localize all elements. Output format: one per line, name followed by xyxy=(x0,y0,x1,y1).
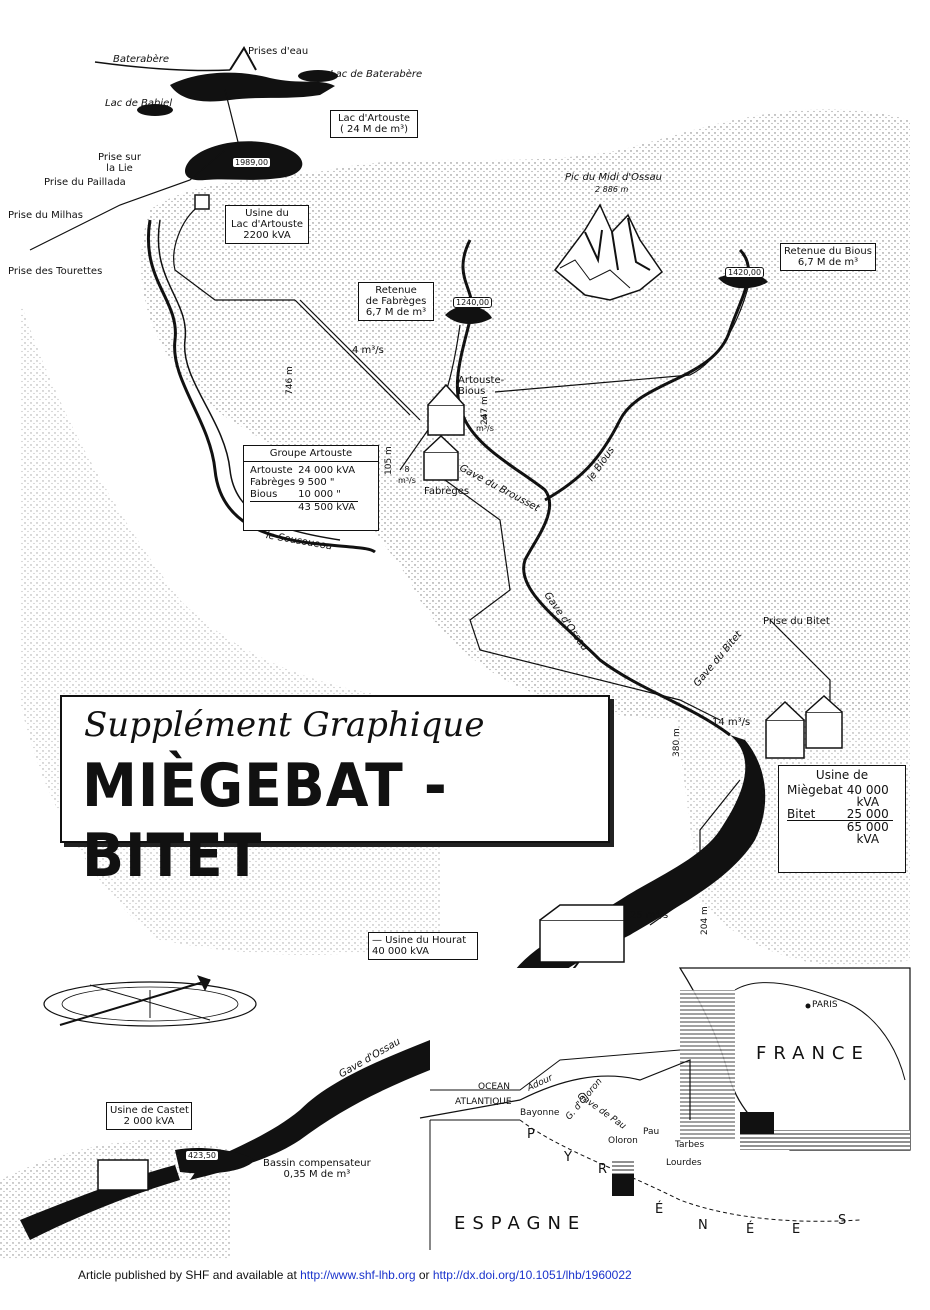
pic-midi-mountain xyxy=(553,203,664,301)
box-usine-hourat: — Usine du Hourat 40 000 kVA xyxy=(368,932,478,960)
table-row: Artouste 24 000 kVA xyxy=(250,465,358,477)
height-247: 247 m xyxy=(480,396,490,425)
buildings xyxy=(97,194,843,1191)
row-name: Bious xyxy=(250,489,278,500)
inset-map xyxy=(419,967,911,1250)
row-name: Bitet xyxy=(787,807,816,821)
box-retenue-bious: Retenue du Bious 6,7 M de m³ xyxy=(780,243,876,271)
height-204: 204 m xyxy=(700,906,710,935)
inset-oloron: Oloron xyxy=(608,1136,638,1146)
flow-14: 14 m³/s xyxy=(712,717,751,728)
row-value: 25 000 xyxy=(846,807,889,821)
inset-pyrenees-7: E xyxy=(792,1222,801,1237)
height-380: 380 m xyxy=(672,728,682,757)
footer-citation: Article published by SHF and available a… xyxy=(78,1268,632,1282)
title-panel: Supplément Graphique MIÈGEBAT - BITET xyxy=(60,695,610,891)
flow-4: 4 m³/s xyxy=(352,345,384,356)
groupe-artouste-box: Groupe Artouste Artouste 24 000 kVA Fabr… xyxy=(243,445,379,531)
inset-pyrenees-6: É xyxy=(746,1222,755,1237)
row-value: 10 000 " xyxy=(298,489,341,500)
inset-lourdes: Lourdes xyxy=(666,1158,702,1168)
usine-miegebat-title: Usine de xyxy=(815,768,869,782)
box-lac-artouste: Lac d'Artouste ( 24 M de m³) xyxy=(330,110,418,138)
row-name: Miègebat xyxy=(787,783,843,797)
label-bassin: Bassin compensateur 0,35 M de m³ xyxy=(263,1158,371,1180)
label-prises-eau: Prises d'eau xyxy=(248,46,309,57)
compass-rose xyxy=(43,975,257,1027)
table-row: Bitet 25 000 xyxy=(787,808,893,821)
groupe-artouste-table: Artouste 24 000 kVA Fabrèges 9 500 " Bio… xyxy=(250,465,359,514)
label-prise-lie: Prise sur la Lie xyxy=(98,152,141,174)
title-script: Supplément Graphique xyxy=(84,705,485,745)
river-sousoueou xyxy=(147,219,376,554)
row-name: Artouste xyxy=(250,465,293,476)
river-bious xyxy=(544,248,751,502)
table-row-total: 43 500 kVA xyxy=(250,501,359,514)
usine-miegebat-box: Usine de Miègebat 40 000 kVA Bitet 25 00… xyxy=(778,765,906,873)
inset-atlantique: ATLANTIQUE xyxy=(455,1097,512,1107)
inset-bayonne: Bayonne xyxy=(520,1108,560,1118)
label-fabreges: Fabrèges xyxy=(424,486,470,497)
inset-pyrenees-4: É xyxy=(655,1202,664,1217)
table-row: Bious 10 000 " xyxy=(250,489,358,502)
flow-8b: 8 m³/s xyxy=(398,465,416,485)
groupe-artouste-title: Groupe Artouste xyxy=(244,446,378,462)
label-pic-altitude: 2 886 m xyxy=(595,185,629,194)
inset-tarbes: Tarbes xyxy=(675,1140,705,1150)
row-value: 24 000 kVA xyxy=(298,465,356,476)
footer-link-shf[interactable]: http://www.shf-lhb.org xyxy=(300,1268,416,1282)
label-pic-midi: Pic du Midi d'Ossau xyxy=(565,172,662,183)
elevation-bious: 1420,00 xyxy=(725,267,765,278)
label-prise-tourettes: Prise des Tourettes xyxy=(8,266,103,277)
label-lac-baterabere: Lac de Baterabère xyxy=(330,69,423,80)
label-prise-milhas: Prise du Milhas xyxy=(8,210,84,221)
inset-espagne: ESPAGNE xyxy=(454,1213,587,1234)
height-105: 105 m xyxy=(384,446,394,475)
label-prise-paillada: Prise du Paillada xyxy=(44,177,126,188)
row-value: 9 500 " xyxy=(298,477,335,488)
label-prise-bitet: Prise du Bitet xyxy=(763,616,830,627)
inset-pyrenees-8: S xyxy=(838,1213,847,1228)
inset-paris: PARIS xyxy=(812,1000,838,1010)
box-usine-castet: Usine de Castet 2 000 kVA xyxy=(106,1102,192,1130)
table-row: Fabrèges 9 500 " xyxy=(250,477,358,489)
label-artouste-bious: Artouste- Bious xyxy=(458,375,505,397)
box-retenue-fabreges: Retenue de Fabrèges 6,7 M de m³ xyxy=(358,282,434,321)
row-total: 65 000 kVA xyxy=(846,820,893,845)
row-name: Fabrèges xyxy=(250,477,296,488)
elevation-artouste: 1989,00 xyxy=(232,157,272,168)
label-lac-babiel: Lac de Babiel xyxy=(105,98,173,109)
footer-mid: or xyxy=(415,1268,433,1282)
footer-prefix: Article published by SHF and available a… xyxy=(78,1268,301,1282)
inset-pyrenees-1: P xyxy=(527,1127,535,1142)
table-row-total: 65 000 kVA xyxy=(787,820,893,845)
inset-pau: Pau xyxy=(643,1127,660,1137)
label-baterabere: Baterabère xyxy=(113,54,170,65)
usine-miegebat-table: Miègebat 40 000 kVA Bitet 25 000 65 000 … xyxy=(787,784,893,845)
flow-8a: 8 m³/s xyxy=(476,413,494,433)
inset-pyrenees-5: N xyxy=(698,1218,708,1233)
elevation-fabreges: 1240,00 xyxy=(453,297,493,308)
inset-pyrenees-3: R xyxy=(598,1162,608,1177)
inset-pyrenees-2: Y xyxy=(564,1150,572,1165)
row-value: 40 000 kVA xyxy=(846,783,889,809)
height-746: 746 m xyxy=(285,366,295,395)
row-total: 43 500 kVA xyxy=(298,501,359,514)
elevation-castet: 423,50 xyxy=(185,1150,219,1161)
inset-ocean: OCEAN xyxy=(478,1082,510,1092)
table-row: Miègebat 40 000 kVA xyxy=(787,784,893,808)
footer-link-doi[interactable]: http://dx.doi.org/10.1051/lhb/1960022 xyxy=(432,1268,632,1282)
box-usine-artouste: Usine du Lac d'Artouste 2200 kVA xyxy=(225,205,309,244)
title-main: MIÈGEBAT - BITET xyxy=(82,751,448,891)
inset-france: FRANCE xyxy=(756,1043,870,1064)
flow-25: 25 m³/s xyxy=(630,910,669,921)
